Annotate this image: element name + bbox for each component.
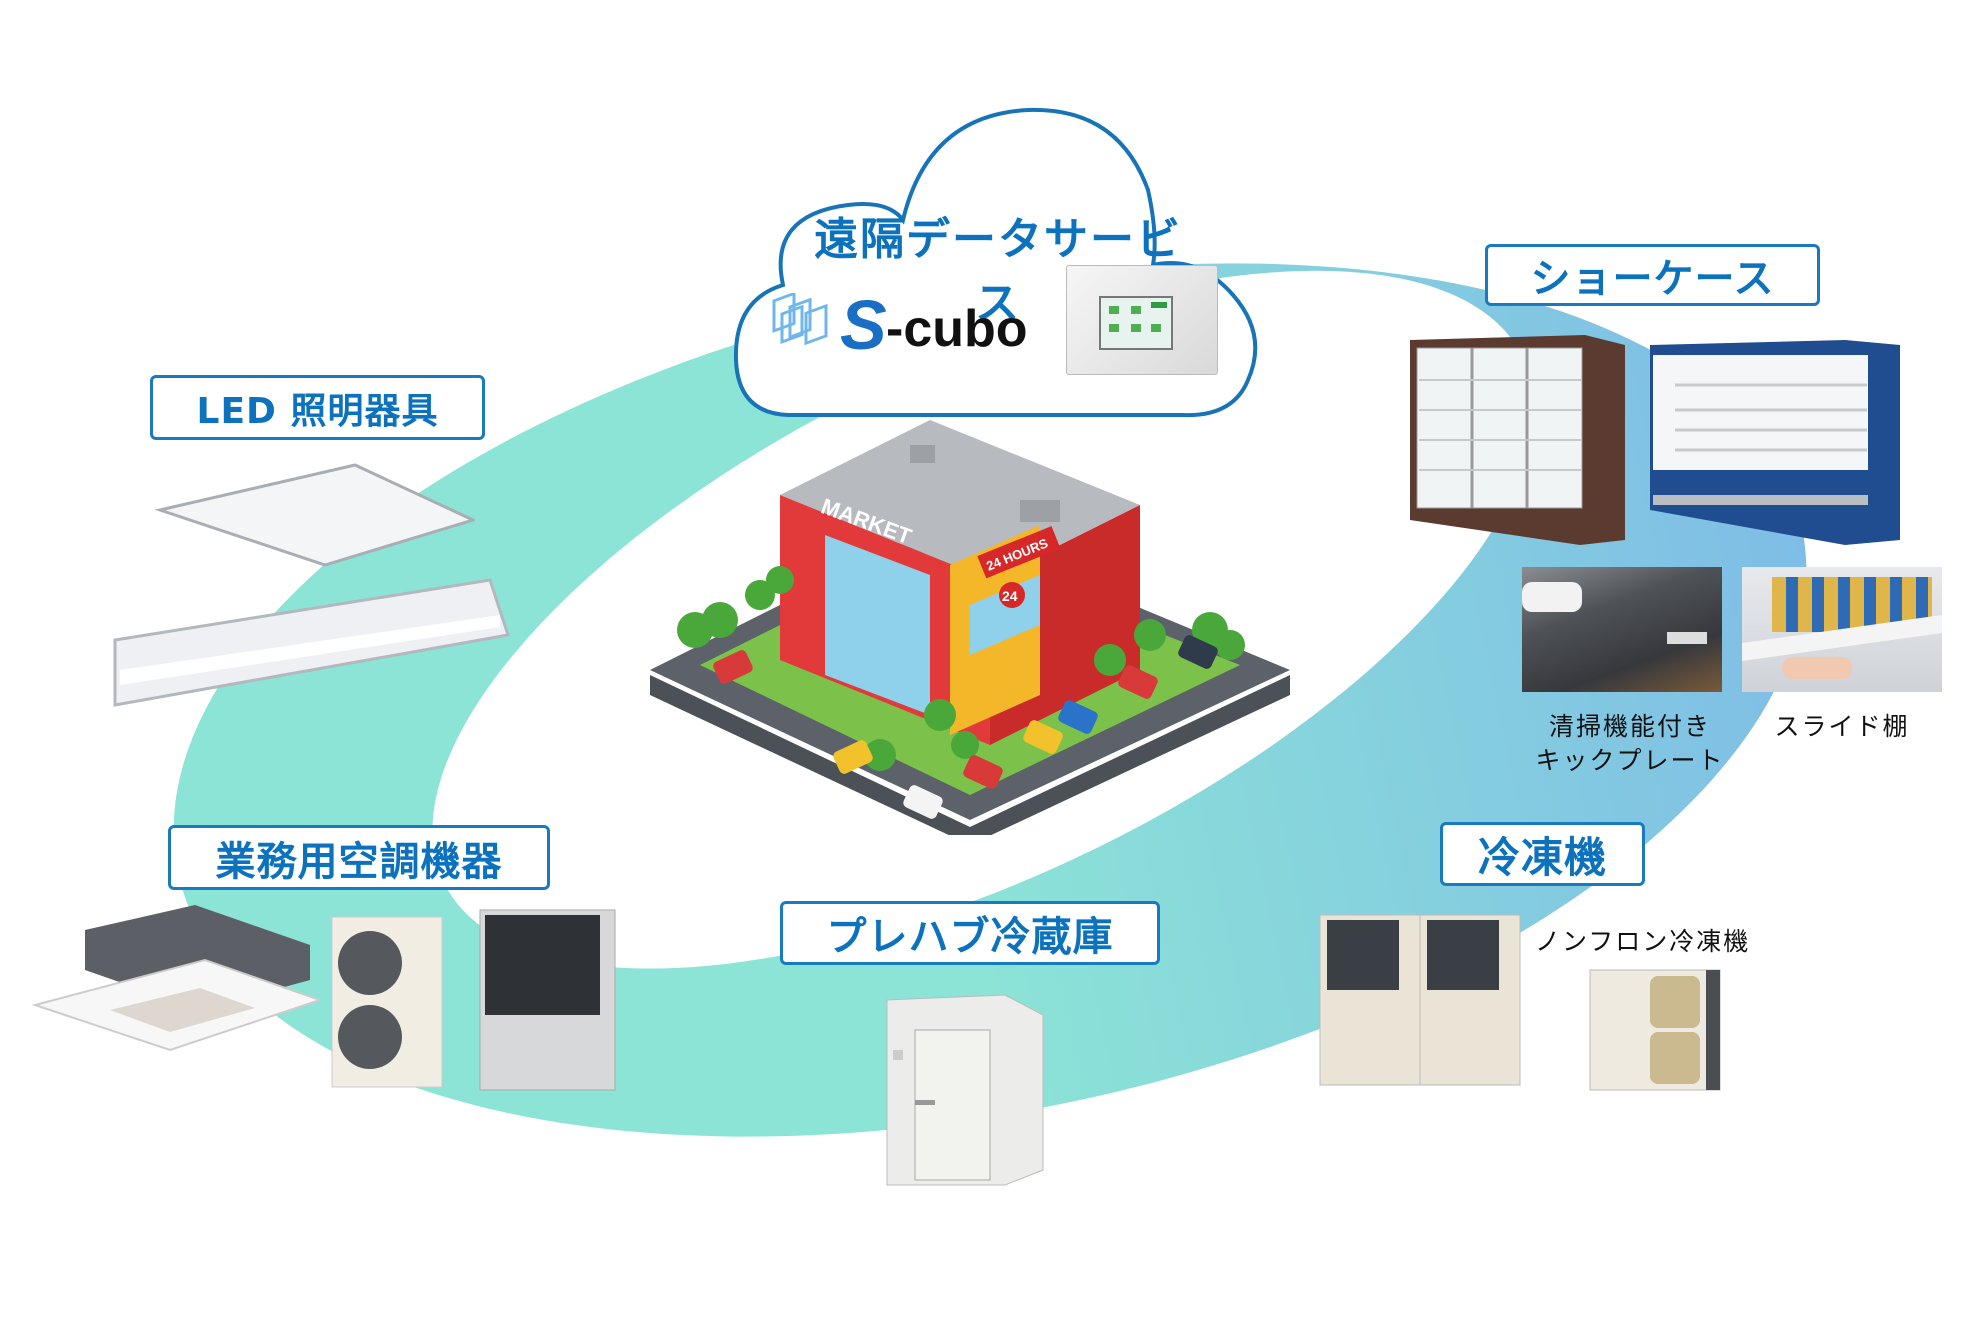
screen-icon [1109, 324, 1119, 332]
24-badge-bg [999, 582, 1025, 608]
slide-shelf-photo [1742, 567, 1942, 692]
24-badge: 24 [1002, 588, 1018, 604]
logo-cubo: -cubo [886, 300, 1028, 358]
screen-icon [1109, 306, 1119, 314]
screen-icon [1131, 324, 1141, 332]
note-non-freon-freezer: ノンフロン冷凍機 [1535, 927, 1751, 956]
cube-mark-icon [772, 293, 828, 346]
non-freon-freezer-unit [1589, 969, 1721, 1091]
hand-shape [1522, 582, 1582, 612]
screen-icon [1151, 302, 1167, 308]
hand-shape [1782, 657, 1852, 679]
gas-heat-pump-unit [479, 909, 616, 1091]
hours-sign-bg [977, 526, 1061, 579]
car [833, 740, 873, 774]
roof-unit [910, 445, 935, 463]
glass-front [825, 535, 930, 715]
controller-device [1066, 265, 1218, 375]
caption-slide-shelf: スライド棚 [1742, 710, 1942, 744]
car [963, 755, 1003, 789]
kick-plate-photo [1522, 567, 1722, 692]
screen-icon [1131, 306, 1141, 314]
caption-line: キックプレート [1535, 745, 1725, 775]
caption-kick-plate: 清掃機能付き キックプレート [1510, 710, 1750, 778]
car [713, 650, 753, 684]
caption-line: スライド棚 [1774, 712, 1910, 741]
screen-icon [1151, 324, 1161, 332]
square-led-panel [155, 463, 475, 567]
car [1178, 635, 1218, 669]
prefab-cold-room [886, 994, 1044, 1186]
linear-led-fixture [113, 578, 510, 707]
cloud-remote-data-service: 遠隔データサービス S -cubo [728, 95, 1268, 425]
label-led-lighting: LED 照明器具 [150, 375, 485, 440]
logo-s: S [840, 286, 887, 364]
label-commercial-aircon: 業務用空調機器 [168, 825, 550, 890]
car [1058, 700, 1098, 734]
caption-line: 清掃機能付き [1548, 712, 1711, 741]
glass-door-showcase [1410, 335, 1625, 545]
supermarket-illustration: MARKET 24 HOURS 24 [650, 420, 1290, 835]
ceiling-cassette-unit [31, 905, 320, 1052]
label-plate [1667, 632, 1707, 644]
car [903, 785, 943, 819]
label-prefab-cold-room: プレハブ冷蔵庫 [780, 901, 1160, 965]
label-showcase: ショーケース [1485, 244, 1820, 306]
outdoor-unit-twin-fan [331, 916, 443, 1088]
parking-lot-side [650, 675, 1290, 835]
car [1118, 665, 1158, 699]
roof-unit [1020, 500, 1060, 522]
open-multi-deck-showcase [1650, 340, 1900, 545]
trees [677, 566, 1245, 771]
cloud-title: 遠隔データサービス [814, 214, 1182, 329]
s-cubo-logo: S -cubo [768, 285, 1068, 365]
twin-condensing-unit [1319, 914, 1521, 1086]
car [1023, 720, 1063, 754]
controller-screen [1099, 296, 1173, 350]
label-freezer: 冷凍機 [1440, 822, 1645, 886]
